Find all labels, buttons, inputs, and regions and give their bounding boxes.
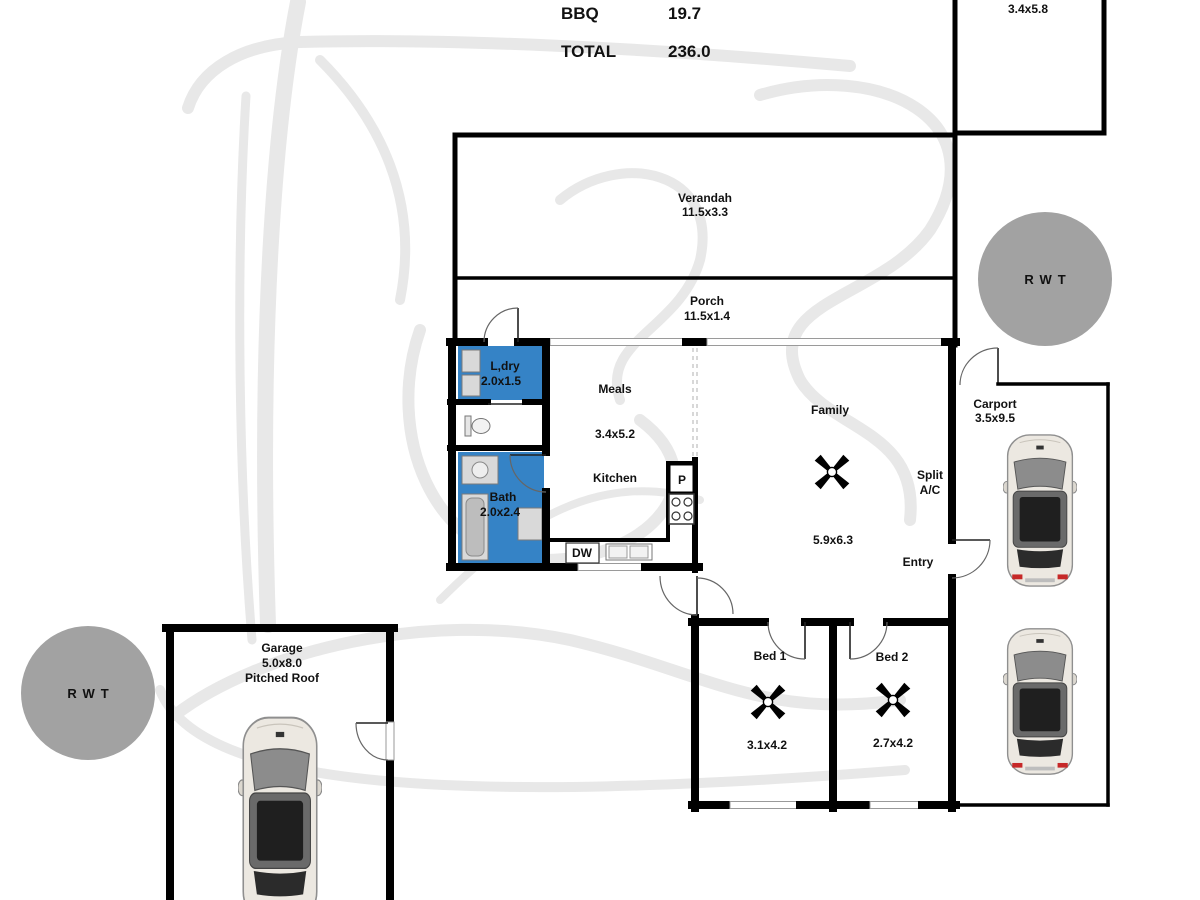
cooktop-icon (668, 493, 695, 525)
summary-value-bbq: 19.7 (668, 4, 701, 23)
area-summary: BBQ 19.7 TOTAL 236.0 (561, 4, 711, 61)
watermark-stroke (182, 35, 856, 114)
car-icon (1003, 628, 1077, 775)
verandah-porch: Verandah 11.5x3.3 Porch 11.5x1.4 (452, 132, 958, 345)
tank-circle (21, 626, 155, 760)
carport: Carport 3.5x9.5 (950, 382, 1110, 807)
room-size-carport: 3.5x9.5 (975, 411, 1015, 425)
door-swing (849, 621, 888, 660)
doors (483, 307, 999, 660)
room-size-verandah: 11.5x3.3 (682, 205, 728, 219)
window (869, 801, 923, 809)
ceiling-fan-icon (814, 454, 850, 490)
window (549, 338, 687, 346)
tank-label: RWT (67, 686, 114, 701)
tank-label: RWT (1024, 272, 1071, 287)
window (706, 338, 946, 346)
vanity-icon (517, 507, 543, 541)
room-size-porch: 11.5x1.4 (684, 309, 730, 323)
basin-icon (461, 455, 499, 485)
garage: Garage 5.0x8.0 Pitched Roof (162, 624, 398, 900)
room-size-bed-1: 3.1x4.2 (747, 738, 787, 752)
dishwasher-label: DW (572, 546, 593, 560)
room-name-porch: Porch (690, 294, 724, 308)
room-name-garage: Garage (261, 641, 303, 655)
pantry-label: P (678, 473, 686, 487)
laundry-tub-icon (461, 349, 481, 373)
room-size-family: 5.9x6.3 (813, 533, 853, 547)
room-name-meals: Meals (598, 382, 632, 396)
room-upper-right: 3.4x5.8 (952, 0, 1107, 348)
room-name-verandah: Verandah (678, 191, 732, 205)
entry-label: Entry (903, 555, 934, 569)
room-name-family: Family (811, 403, 849, 417)
summary-value-total: 236.0 (668, 42, 711, 61)
summary-label-bbq: BBQ (561, 4, 599, 23)
car-icon (1003, 434, 1077, 587)
washing-machine-icon (461, 374, 481, 397)
summary-label-total: TOTAL (561, 42, 616, 61)
door-swing (696, 577, 734, 615)
door-swing (659, 575, 698, 616)
house-walls (446, 338, 960, 812)
kitchen-bench: P DW (548, 461, 696, 564)
window (729, 801, 801, 809)
room-size: 3.4x5.8 (1008, 2, 1048, 16)
room-name-laundry: L,dry (490, 359, 520, 373)
door-swing (355, 722, 389, 761)
watermark-stroke (235, 91, 257, 645)
room-size-bath: 2.0x2.4 (480, 505, 520, 519)
room-name-bed-2: Bed 2 (876, 650, 909, 664)
car-icon (238, 716, 322, 900)
room-name-kitchen: Kitchen (593, 471, 637, 485)
door-swing (509, 454, 547, 493)
sink-icon (605, 543, 653, 561)
split-ac-label-line2: A/C (920, 483, 941, 497)
tank-circle (978, 212, 1112, 346)
room-size-bed-2: 2.7x4.2 (873, 736, 913, 750)
watermark-stroke (315, 55, 411, 305)
toilet-icon (464, 415, 491, 437)
bathtub-icon (461, 493, 489, 561)
door-frame (385, 721, 395, 761)
rainwater-tank-right: RWT (978, 212, 1112, 346)
dishwasher-box (565, 542, 600, 564)
door-swing (951, 539, 991, 579)
door-swing (767, 621, 806, 660)
door-swing (959, 347, 999, 386)
window (577, 563, 646, 571)
room-size-meals: 3.4x5.2 (595, 427, 635, 441)
watermark-stroke (257, 0, 306, 633)
rainwater-tank-left: RWT (21, 626, 155, 760)
pantry-box (667, 462, 696, 495)
watermark-stroke (555, 168, 708, 405)
garage-roof-note: Pitched Roof (245, 671, 320, 685)
room-name-bed-1: Bed 1 (754, 649, 787, 663)
split-ac-label-line1: Split (917, 468, 943, 482)
watermark-stroke (754, 79, 957, 526)
door-swing (483, 307, 519, 343)
room-size-laundry: 2.0x1.5 (481, 374, 521, 388)
watermark-stroke (169, 623, 906, 721)
room-name-bath: Bath (490, 490, 517, 504)
room-name-carport: Carport (973, 397, 1016, 411)
watermark-stroke (155, 685, 910, 793)
room-size-garage: 5.0x8.0 (262, 656, 302, 670)
